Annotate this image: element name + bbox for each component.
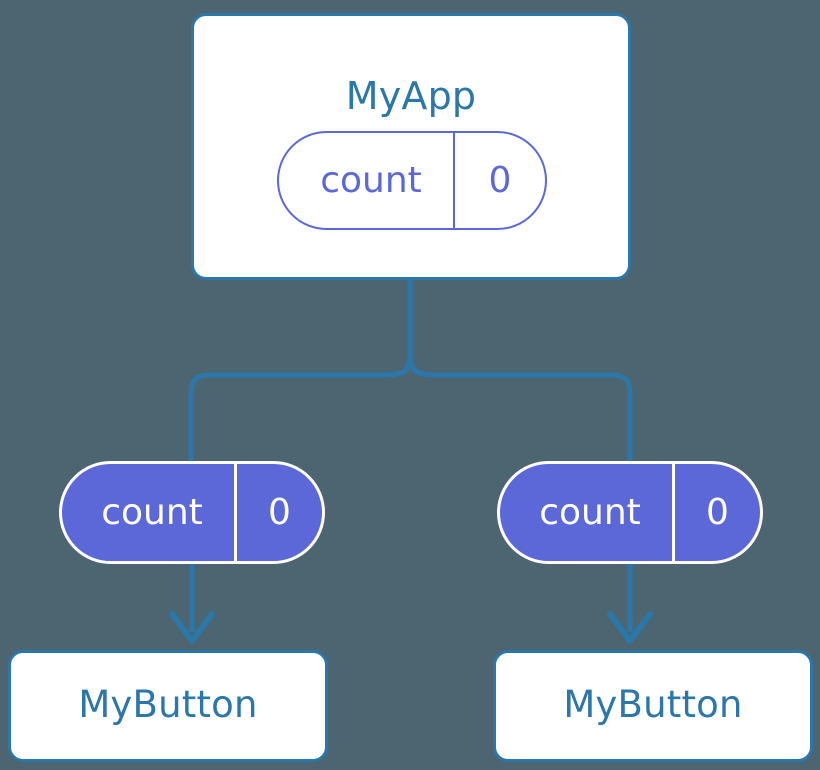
arrow-head-left-icon xyxy=(169,611,215,644)
prop-pill-key: count xyxy=(500,464,675,561)
prop-pill-right-count[interactable]: count 0 xyxy=(497,461,763,564)
state-pill-value: 0 xyxy=(488,160,512,201)
component-title-mybutton: MyButton xyxy=(563,683,743,726)
arrow-head-right-icon xyxy=(607,611,653,644)
prop-pill-left-count[interactable]: count 0 xyxy=(59,461,325,564)
prop-pill-value: 0 xyxy=(706,492,729,533)
component-box-mybutton-left[interactable]: MyButton xyxy=(8,650,328,762)
state-pill-key: count xyxy=(279,133,455,228)
prop-pill-key: count xyxy=(62,464,237,561)
prop-pill-value: 0 xyxy=(268,492,291,533)
connector-branch-left xyxy=(188,351,413,461)
component-title-mybutton: MyButton xyxy=(78,683,258,726)
component-box-mybutton-right[interactable]: MyButton xyxy=(493,650,813,762)
component-title-myapp: MyApp xyxy=(345,74,477,118)
connector-branch-right xyxy=(407,351,633,461)
state-pill-myapp-count[interactable]: count 0 xyxy=(277,131,547,230)
